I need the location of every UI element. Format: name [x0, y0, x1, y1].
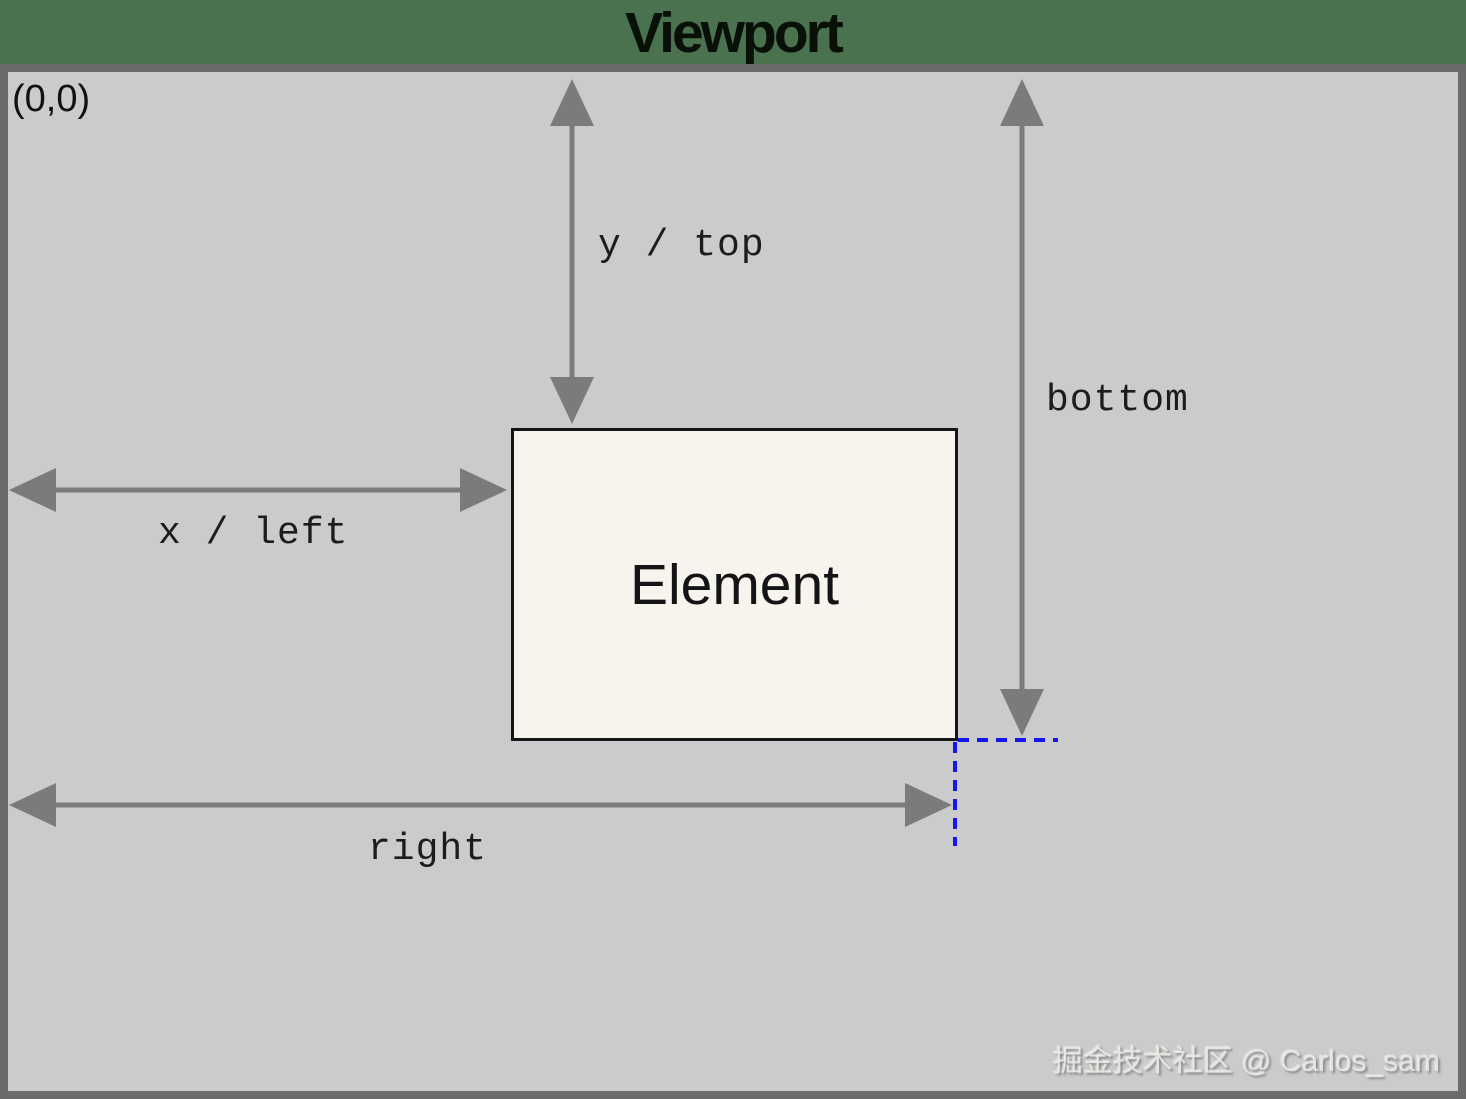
viewport-title: Viewport [625, 1, 844, 65]
x-left-arrow-icon [9, 468, 507, 512]
right-arrow-icon [9, 783, 952, 827]
y-top-label: y / top [598, 224, 765, 267]
x-left-label: x / left [158, 512, 349, 555]
watermark: 掘金技术社区 @ Carlos_sam [1052, 1045, 1440, 1078]
guide-dotted-lines [953, 738, 1058, 846]
right-label: right [368, 828, 488, 871]
element-label: Element [629, 552, 840, 617]
y-top-arrow-icon [550, 79, 594, 424]
origin-coordinate-label: (0,0) [12, 78, 91, 120]
bottom-arrow-icon [1000, 79, 1044, 736]
bottom-label: bottom [1046, 379, 1189, 422]
element-box: Element [511, 428, 958, 741]
